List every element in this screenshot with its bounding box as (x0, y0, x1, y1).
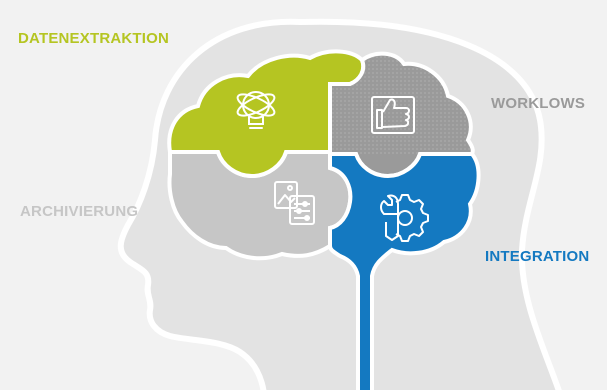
image-document-sliders-icon (274, 181, 315, 225)
label-integration: INTEGRATION (485, 248, 590, 265)
puzzle-integration (328, 152, 481, 390)
label-archivierung: ARCHIVIERUNG (20, 203, 139, 220)
lightbulb-orbit-icon (236, 91, 276, 129)
thumbs-up-document-icon (371, 96, 415, 134)
gear-wrench-icon (380, 194, 429, 242)
label-datenextraktion: DATENEXTRAKTION (18, 30, 170, 47)
puzzle-texture (330, 53, 473, 155)
label-worklows: WORKLOWS (491, 95, 586, 112)
